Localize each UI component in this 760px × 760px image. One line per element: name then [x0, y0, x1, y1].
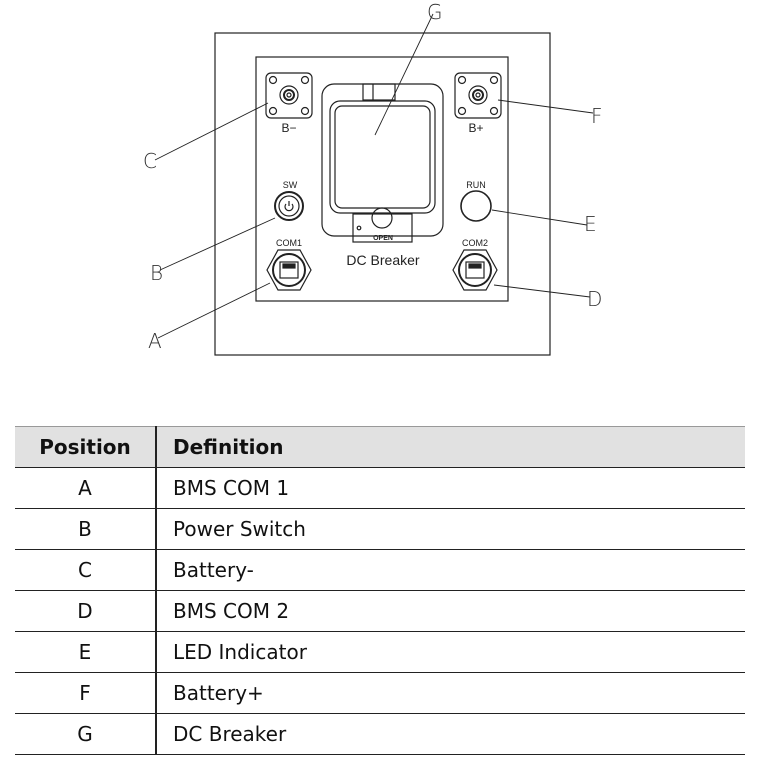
com2-label: COM2: [462, 238, 488, 248]
b-minus-label: B−: [281, 121, 296, 135]
header-definition: Definition: [156, 426, 745, 468]
definition-cell: Battery+: [156, 672, 745, 714]
callout-lines: [154, 13, 594, 339]
definition-cell: BMS COM 1: [156, 467, 745, 509]
battery-panel-diagram: B− B+ OPEN DC Breaker SW RUN COM1 COM2: [143, 0, 603, 356]
com1-port: [266, 249, 312, 291]
callout-g: G: [427, 0, 443, 24]
callout-d: D: [587, 287, 602, 311]
b-plus-label: B+: [468, 121, 483, 135]
position-cell: E: [15, 631, 157, 673]
com2-port: [452, 249, 498, 291]
b-plus-terminal: [454, 72, 502, 119]
definition-cell: Battery-: [156, 549, 745, 591]
run-label: RUN: [466, 180, 486, 190]
callout-a: A: [148, 329, 162, 353]
table-header-row: Position Definition: [15, 426, 745, 468]
sw-label: SW: [283, 180, 298, 190]
definition-cell: LED Indicator: [156, 631, 745, 673]
com1-label: COM1: [276, 238, 302, 248]
dc-breaker-label: DC Breaker: [346, 252, 419, 268]
led-indicator: [460, 190, 492, 222]
header-position: Position: [15, 426, 157, 468]
position-cell: D: [15, 590, 157, 632]
position-cell: A: [15, 467, 157, 509]
position-cell: G: [15, 713, 157, 755]
callout-c: C: [143, 149, 157, 173]
position-cell: B: [15, 508, 157, 550]
position-cell: F: [15, 672, 157, 714]
callout-f: F: [591, 104, 603, 128]
callout-b: B: [150, 261, 163, 285]
definition-cell: Power Switch: [156, 508, 745, 550]
power-icon: [284, 201, 294, 212]
position-cell: C: [15, 549, 157, 591]
b-minus-terminal: [265, 72, 313, 119]
open-label: OPEN: [373, 235, 393, 242]
dc-breaker: [321, 83, 444, 243]
definition-cell: BMS COM 2: [156, 590, 745, 632]
callout-e: E: [584, 212, 597, 236]
definition-cell: DC Breaker: [156, 713, 745, 755]
power-switch-button: [274, 191, 304, 221]
outer-enclosure: [214, 32, 551, 356]
inner-panel: [255, 56, 509, 302]
